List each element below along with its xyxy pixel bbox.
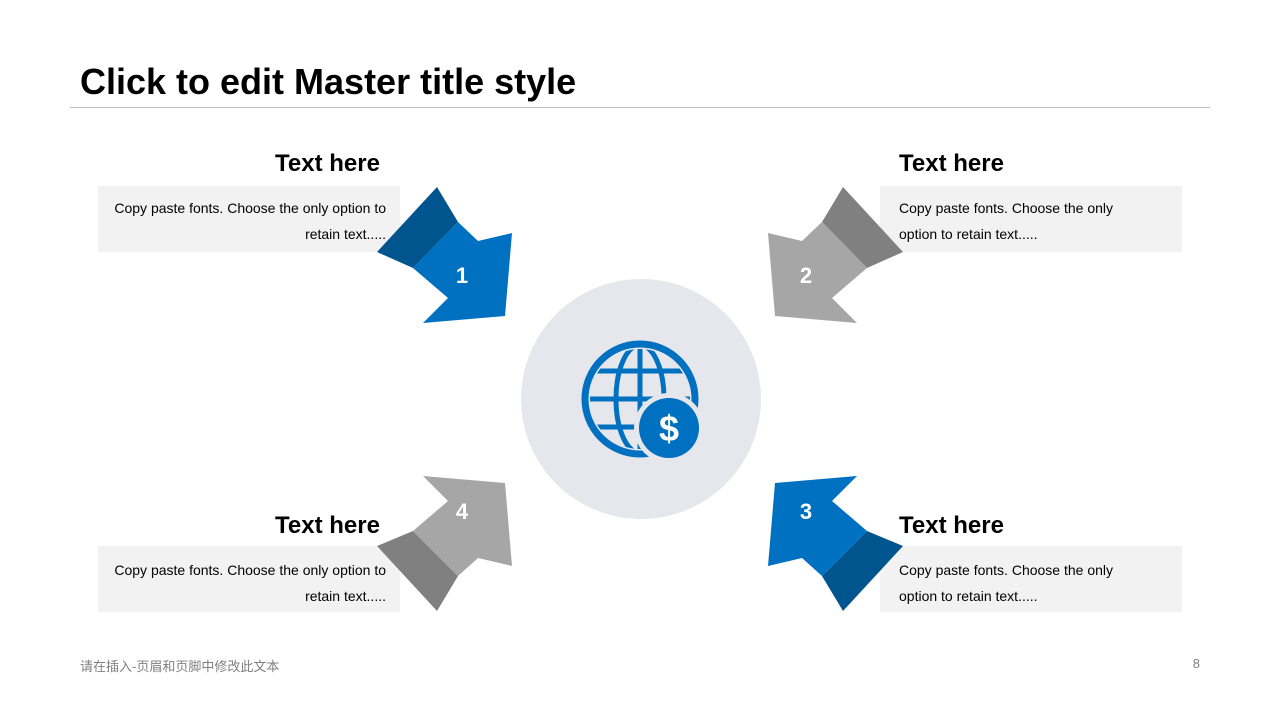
item-4-body[interactable]: Copy paste fonts. Choose the only option… <box>114 562 386 604</box>
arrow-4-tail <box>377 531 458 611</box>
arrow-1-tail <box>377 187 458 268</box>
arrow-1[interactable]: 1 <box>377 187 512 323</box>
arrow-3-tail <box>822 531 903 611</box>
arrow-2[interactable]: 2 <box>768 187 903 323</box>
page-number: 8 <box>1192 656 1200 671</box>
item-2-heading[interactable]: Text here <box>899 150 1004 177</box>
item-3-body[interactable]: Copy paste fonts. Choose the only option… <box>899 562 1114 604</box>
arrow-4-number: 4 <box>456 499 469 524</box>
title-divider <box>70 107 1210 108</box>
arrow-2-number: 2 <box>800 263 812 288</box>
item-1-heading[interactable]: Text here <box>275 150 380 177</box>
arrow-4-head <box>413 476 512 576</box>
text-box-4 <box>98 546 400 612</box>
arrow-2-tail <box>822 187 903 268</box>
slide-title[interactable]: Click to edit Master title style <box>80 61 577 102</box>
arrow-1-head <box>413 222 512 323</box>
text-box-3 <box>880 546 1182 612</box>
svg-text:$: $ <box>659 408 679 449</box>
arrow-3-number: 3 <box>800 499 812 524</box>
item-3-heading[interactable]: Text here <box>899 512 1004 539</box>
item-4-heading[interactable]: Text here <box>275 512 380 539</box>
item-1-body[interactable]: Copy paste fonts. Choose the only option… <box>114 200 386 242</box>
arrow-3-head <box>768 476 867 576</box>
text-box-1 <box>98 186 400 252</box>
globe-dollar-icon: $ <box>581 340 704 463</box>
footer-text[interactable]: 请在插入-页眉和页脚中修改此文本 <box>80 659 280 674</box>
arrow-1-number: 1 <box>456 263 468 288</box>
text-box-2 <box>880 186 1182 252</box>
arrow-2-head <box>768 222 867 323</box>
item-2-body[interactable]: Copy paste fonts. Choose the only option… <box>899 200 1114 242</box>
arrow-4[interactable]: 4 <box>377 476 512 611</box>
arrow-3[interactable]: 3 <box>768 476 903 611</box>
